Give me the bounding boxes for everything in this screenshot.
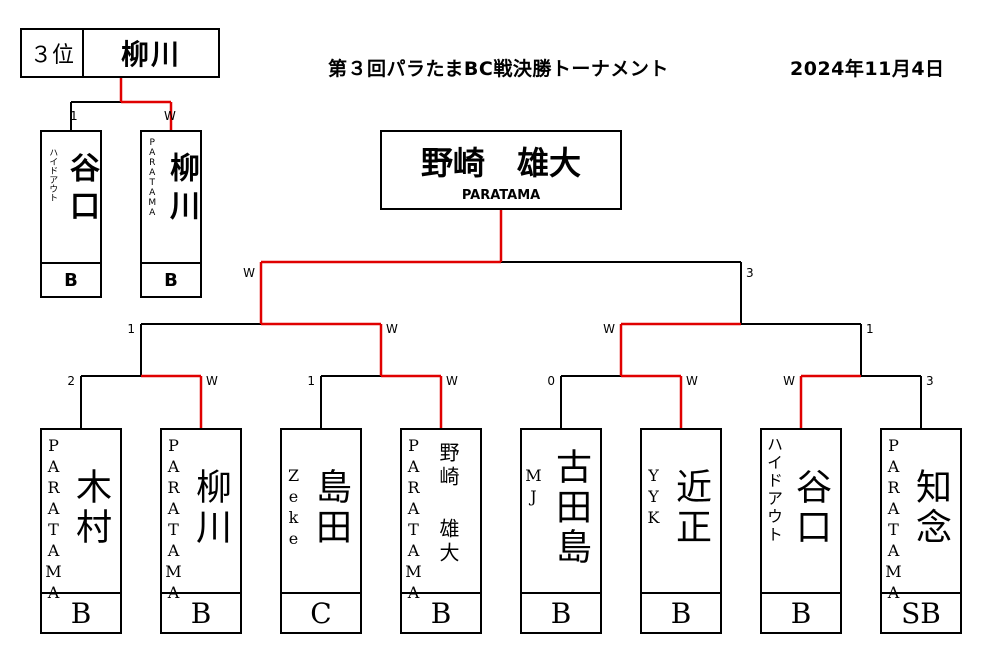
score-label: W: [686, 374, 698, 388]
player-team: PARATAMA: [884, 436, 903, 604]
score-label: W: [783, 374, 795, 388]
player-class: B: [402, 592, 480, 632]
score-label: 1: [127, 322, 135, 336]
champion-name: 野崎 雄大: [420, 144, 581, 182]
player-class: B: [42, 592, 120, 632]
score-label: W: [446, 374, 458, 388]
score-label: 1: [307, 374, 315, 388]
bronze-left-team: ハイドアウト: [47, 148, 58, 202]
player-box: PARATAMA 知念 SB: [880, 428, 962, 634]
third-place-label: ３位: [22, 30, 84, 76]
score-label: W: [243, 266, 255, 280]
player-box: ハイドアウト谷口 B: [760, 428, 842, 634]
bronze-left-class: B: [42, 262, 100, 296]
player-name: 近正: [670, 468, 711, 548]
player-team: ハイドアウト: [764, 436, 783, 544]
champion-team: PARATAMA: [461, 188, 541, 203]
player-name: 木村: [70, 468, 111, 548]
champion-box: 野崎 雄大 PARATAMA: [380, 130, 622, 210]
player-team: MJ: [524, 466, 543, 508]
score-label: 3: [746, 266, 754, 280]
score-label: 1: [866, 322, 874, 336]
score-label: W: [603, 322, 615, 336]
bronze-player-right: PARATAMA 柳川 B: [140, 130, 202, 298]
player-name: 野崎 雄大: [436, 442, 460, 566]
bronze-right-class: B: [142, 262, 200, 296]
player-box: PARATAMA 柳川 B: [160, 428, 242, 634]
bronze-right-team: PARATAMA: [147, 138, 158, 218]
third-place-name: 柳川: [120, 38, 181, 71]
player-class: B: [762, 592, 840, 632]
score-label: W: [386, 322, 398, 336]
player-box: PARATAMA 木村 B: [40, 428, 122, 634]
player-box: PARATAMA 野崎 雄大 B: [400, 428, 482, 634]
score-label: 2: [67, 374, 75, 388]
player-team: Zeke: [284, 466, 303, 550]
player-name: 島田: [310, 468, 351, 548]
third-place-box: ３位 柳川: [20, 28, 220, 78]
player-class: SB: [882, 592, 960, 632]
player-team: YYK: [644, 466, 663, 529]
bronze-left-score: 1: [70, 109, 78, 123]
player-team: PARATAMA: [44, 436, 63, 604]
bronze-player-left: ハイドアウト 谷口 B: [40, 130, 102, 298]
player-box: Zeke 島田 C: [280, 428, 362, 634]
bronze-right-name: 柳川: [164, 152, 199, 228]
tournament-date: 2024年11月4日: [790, 58, 945, 80]
player-class: B: [162, 592, 240, 632]
player-class: B: [522, 592, 600, 632]
bronze-right-score: W: [164, 109, 176, 123]
player-class: B: [642, 592, 720, 632]
bronze-left-name: 谷口: [64, 152, 99, 228]
player-name: 古田島: [550, 448, 591, 568]
tournament-title: 第３回パラたまBC戦決勝トーナメント: [328, 58, 669, 80]
score-label: 3: [926, 374, 934, 388]
player-name: 谷口: [790, 468, 831, 548]
player-class: C: [282, 592, 360, 632]
score-label: 0: [547, 374, 555, 388]
player-name: 知念: [910, 468, 951, 548]
player-name: 柳川: [190, 468, 231, 548]
player-team: PARATAMA: [164, 436, 183, 604]
player-box: YYK 近正 B: [640, 428, 722, 634]
score-label: W: [206, 374, 218, 388]
player-team: PARATAMA: [404, 436, 423, 604]
